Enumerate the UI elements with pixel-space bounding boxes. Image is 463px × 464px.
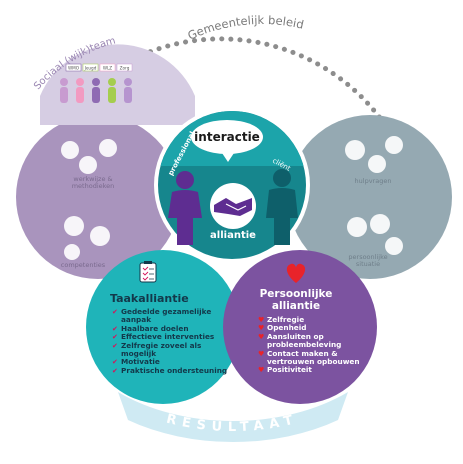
list-item: Positiviteit — [258, 366, 368, 376]
checklist-icon — [139, 261, 157, 283]
situation-icon-2 — [370, 214, 390, 234]
list-item: Openheid — [258, 323, 368, 333]
team-people-icon — [60, 78, 132, 103]
tag-jeugd: Jeugd — [84, 66, 97, 71]
question-icon-3 — [385, 136, 403, 154]
personal-title: Persoonlijke alliantie — [259, 288, 333, 312]
question-icon-2 — [368, 155, 386, 173]
methods-label: werkwijze & methodieken — [71, 175, 115, 190]
left-top-icons — [61, 139, 117, 174]
list-item: Effectieve interventies — [112, 332, 232, 342]
tag-zorg: Zorg — [120, 66, 130, 71]
right-top-icons — [345, 136, 403, 173]
handshake-icon — [210, 183, 256, 229]
left-bottom-icons — [64, 216, 110, 260]
client-figure-icon — [266, 169, 298, 245]
heart-icon — [286, 263, 306, 283]
list-item: Aansluiten op probleembeleving — [258, 332, 368, 350]
competence-icon-3 — [64, 244, 80, 260]
result-band — [118, 392, 348, 442]
competence-icon-1 — [64, 216, 84, 236]
professional-figure-icon — [168, 171, 202, 245]
task-list: Gedeelde gezamelijke aanpak Haalbare doe… — [112, 307, 232, 376]
right-circle — [288, 115, 452, 279]
right-bottom-icons — [347, 214, 403, 255]
bubble-label: interactie — [194, 130, 260, 144]
list-item: Zelfregie zoveel als mogelijk — [112, 341, 232, 359]
situation-icon-3 — [385, 237, 403, 255]
personal-list: Zelfregie Openheid Aansluiten op problee… — [258, 315, 368, 376]
competence-icon-2 — [90, 226, 110, 246]
list-item: Zelfregie — [258, 315, 368, 325]
list-item: Contact maken & vertrouwen opbouwen — [258, 349, 368, 367]
method-icon-3 — [99, 139, 117, 157]
questions-label: hulpvragen — [354, 177, 392, 185]
policy-dotted-arc — [139, 36, 383, 121]
tag-wlz: WLZ — [103, 66, 112, 71]
method-icon-2 — [79, 156, 97, 174]
method-icon-1 — [61, 141, 79, 159]
list-item: Haalbare doelen — [112, 324, 232, 334]
competences-label: competenties — [60, 261, 106, 269]
alliance-label: alliantie — [210, 230, 256, 241]
situation-label: persoonlijke situatie — [348, 253, 388, 268]
team-tags: WMO Jeugd WLZ Zorg — [65, 63, 133, 72]
situation-icon-1 — [347, 217, 367, 237]
task-title: Taakalliantie — [110, 292, 189, 305]
list-item: Gedeelde gezamelijke aanpak — [112, 307, 232, 325]
list-item: Motivatie — [112, 358, 232, 368]
question-icon-1 — [345, 140, 365, 160]
list-item: Praktische ondersteuning — [112, 366, 232, 376]
tag-wmo: WMO — [68, 66, 80, 71]
left-circle — [16, 115, 180, 279]
interaction-bubble: interactie — [191, 120, 263, 162]
